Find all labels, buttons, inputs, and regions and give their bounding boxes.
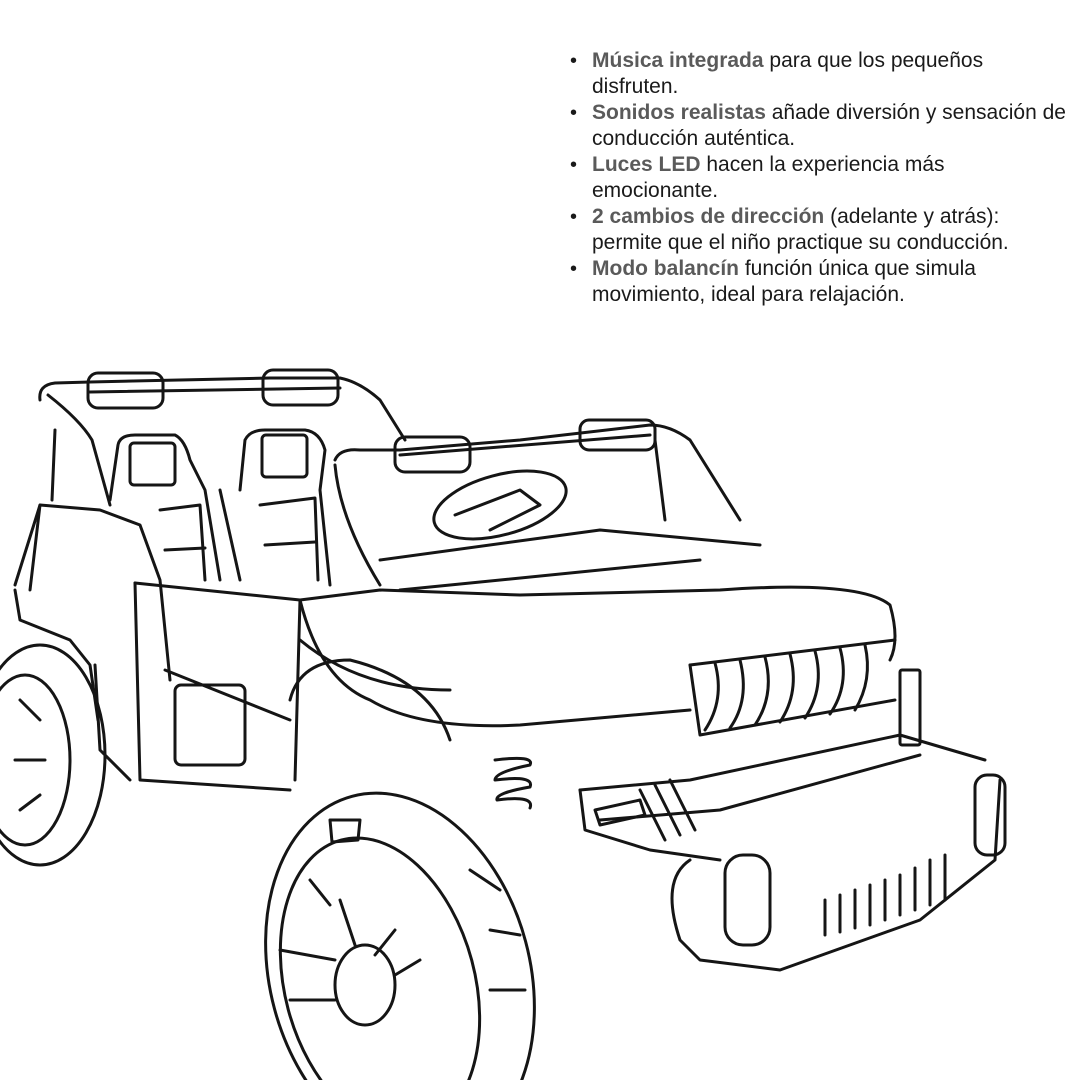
feature-item: • Modo balancín función única que simula …	[566, 256, 1066, 308]
feature-title: 2 cambios de dirección	[592, 205, 825, 228]
feature-item: • Música integrada para que los pequeños …	[566, 48, 1066, 100]
bullet-icon: •	[570, 154, 578, 176]
spring-icon	[493, 756, 533, 810]
feature-title: Sonidos realistas	[592, 101, 766, 124]
steering-wheel-icon	[432, 469, 568, 541]
front-wheel-icon	[264, 791, 536, 1080]
feature-title: Música integrada	[592, 49, 764, 72]
feature-list: • Música integrada para que los pequeños …	[566, 48, 1066, 308]
feature-title: Luces LED	[592, 153, 701, 176]
feature-description: (adelante y atrás): permite que el niño …	[592, 205, 1009, 254]
rear-wheel-icon	[0, 643, 107, 867]
feature-description: hacen la experiencia más emocionante.	[592, 153, 945, 202]
feature-title: Modo balancín	[592, 257, 739, 280]
feature-item: • Luces LED hacen la experiencia más emoc…	[566, 152, 1066, 204]
bullet-icon: •	[570, 206, 578, 228]
feature-item: • 2 cambios de dirección (adelante y atrá…	[566, 204, 1066, 256]
feature-item: • Sonidos realistas añade diversión y sen…	[566, 100, 1066, 152]
bullet-icon: •	[570, 258, 578, 280]
feature-description: añade diversión y sensación de conducció…	[592, 101, 1066, 150]
bullet-icon: •	[570, 102, 578, 124]
feature-description: para que los pequeños disfruten.	[592, 49, 984, 98]
feature-description: función única que simula movimiento, ide…	[592, 257, 976, 306]
bumper-icon	[578, 668, 1007, 972]
roll-bar-icon	[38, 368, 742, 587]
grille-icon	[688, 638, 897, 737]
bullet-icon: •	[570, 50, 578, 72]
jeep-body-icon	[13, 503, 897, 792]
seat-icon	[108, 428, 332, 587]
